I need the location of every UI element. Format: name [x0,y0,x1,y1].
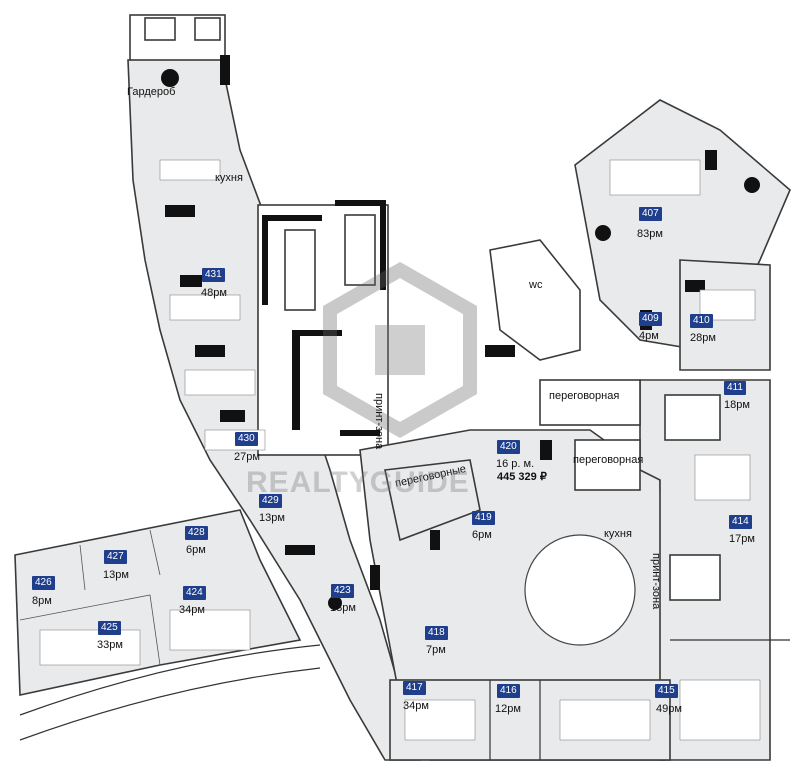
room-capacity-414: 17рм [729,533,755,545]
watermark-logo-icon [323,261,477,439]
room-capacity-425: 33рм [97,639,123,651]
watermark-text: REALTYGUIDE [246,466,470,499]
room-badge-409[interactable]: 409 [639,312,662,326]
room-badge-407[interactable]: 407 [639,207,662,221]
wc-label: wc [529,279,543,291]
room-capacity-416: 12рм [495,703,521,715]
room-badge-423[interactable]: 423 [331,584,354,598]
room-capacity-424: 34рм [179,604,205,616]
kitchen-center-label: кухня [604,528,632,540]
room-price-420: 445 329 ₽ [497,471,547,483]
room-badge-427[interactable]: 427 [104,550,127,564]
room-capacity-407: 83рм [637,228,663,240]
room-badge-420[interactable]: 420 [497,440,520,454]
meeting-room-label-2: переговорная [573,454,644,466]
room-badge-425[interactable]: 425 [98,621,121,635]
room-capacity-418: 7рм [426,644,446,656]
room-badge-431[interactable]: 431 [202,268,225,282]
room-capacity-419: 6рм [472,529,492,541]
print-zone-label-center: принт-зона [373,393,385,450]
room-badge-419[interactable]: 419 [472,511,495,525]
room-badge-417[interactable]: 417 [403,681,426,695]
room-capacity-415: 49рм [656,703,682,715]
room-capacity-423: 18рм [330,602,356,614]
room-capacity-409: 4рм [639,330,659,342]
room-badge-411[interactable]: 411 [724,381,746,395]
room-badge-414[interactable]: 414 [729,515,752,529]
meeting-room-label-1: переговорная [549,390,620,402]
room-badge-415[interactable]: 415 [655,684,678,698]
room-capacity-427: 13рм [103,569,129,581]
room-capacity-426: 8рм [32,595,52,607]
room-badge-424[interactable]: 424 [183,586,206,600]
room-badge-430[interactable]: 430 [235,432,258,446]
room-badge-416[interactable]: 416 [497,684,520,698]
room-capacity-430: 27рм [234,451,260,463]
room-capacity-428: 6рм [186,544,206,556]
room-badge-426[interactable]: 426 [32,576,55,590]
room-badge-418[interactable]: 418 [425,626,448,640]
room-capacity-410: 28рм [690,332,716,344]
room-capacity-429: 13рм [259,512,285,524]
room-badge-429[interactable]: 429 [259,494,282,508]
room-capacity-431: 48рм [201,287,227,299]
wardrobe-label: Гардероб [127,86,176,98]
print-zone-label-right: принт-зона [650,553,662,610]
room-capacity-420: 16 р. м. [496,458,535,470]
room-capacity-417: 34рм [403,700,429,712]
room-badge-410[interactable]: 410 [690,314,713,328]
bottom-left-wing [14,509,302,696]
room-capacity-411: 18рм [724,399,750,411]
kitchen-left-label: кухня [215,172,243,184]
room-badge-428[interactable]: 428 [185,526,208,540]
